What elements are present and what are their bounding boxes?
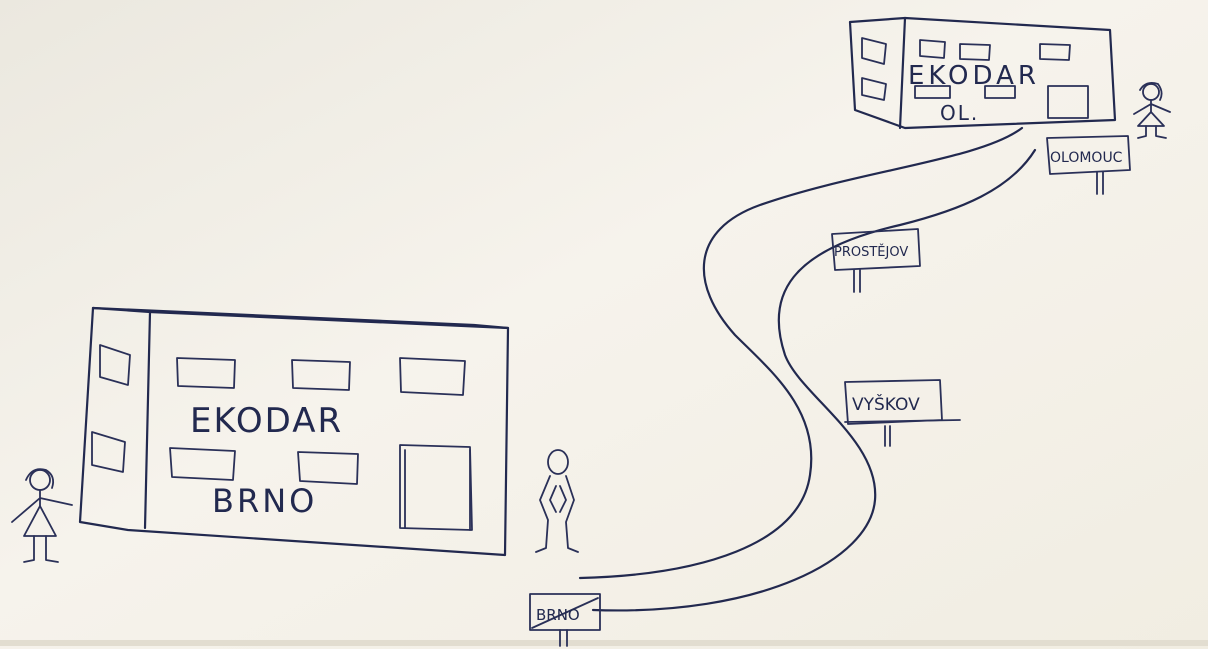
building-olomouc-name: EKODAR [908, 61, 1040, 91]
building-brno-name: EKODAR [190, 401, 343, 441]
building-brno-city: BRNO [212, 482, 317, 520]
sign-brno-label: BRNO [536, 606, 580, 624]
sign-vyskov-label: VYŠKOV [852, 393, 920, 415]
sign-prostejov-label: PROSTĚJOV [834, 244, 908, 260]
sign-olomouc-label: OLOMOUC [1050, 150, 1123, 166]
building-olomouc-city: OL. [940, 101, 979, 125]
